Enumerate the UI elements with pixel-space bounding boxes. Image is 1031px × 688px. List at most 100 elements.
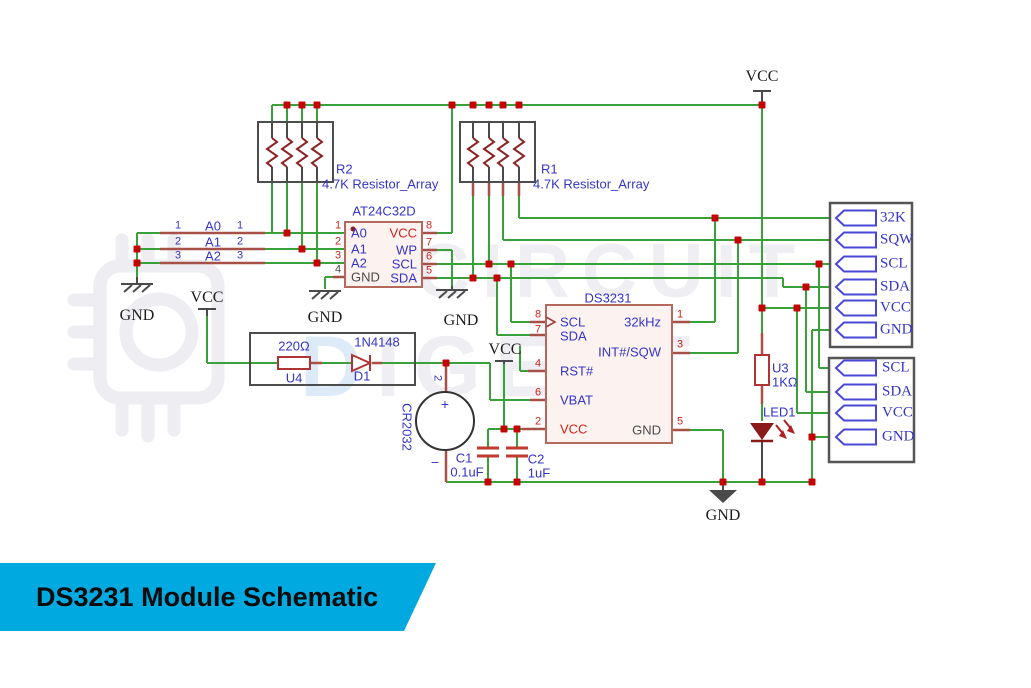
label-u3-value: 1KΩ [772, 374, 798, 390]
pin-rtc-rst: RST# [560, 363, 594, 379]
junction-dot [515, 101, 523, 109]
label-c2-value: 1uF [527, 465, 551, 481]
pinnum-hdr-l3: 3 [174, 249, 182, 262]
junction-dot [802, 283, 810, 291]
label-d1-value: 1N4148 [354, 334, 400, 350]
hdr2-pin-sda: SDA [882, 383, 913, 400]
label-r220-ref: U4 [285, 370, 303, 386]
label-gnd-left: GND [119, 307, 155, 324]
junction-dot [442, 359, 450, 367]
header-pin-icon [834, 299, 877, 317]
pinnum-rtc-1: 1 [676, 308, 684, 321]
junction-dot [711, 214, 719, 222]
pinnum-eeprom-1: 1 [334, 219, 342, 232]
pin-eeprom-scl: SCL [391, 256, 417, 272]
title-banner: DS3231 Module Schematic [0, 563, 436, 631]
pinnum-eeprom-3: 3 [334, 249, 342, 262]
pin-eeprom-vcc: VCC [389, 225, 417, 241]
junction-dot [513, 478, 521, 486]
junction-dot [758, 101, 766, 109]
junction-dot [500, 425, 508, 433]
resistor-array-r1-box [459, 121, 536, 183]
header-pin-icon [834, 359, 877, 377]
label-vcc-left: VCC [190, 289, 224, 306]
junction-dot [298, 101, 306, 109]
pinnum-hdr-r2: 2 [236, 235, 244, 248]
header-pin-icon [834, 428, 877, 446]
label-gnd-bottom: GND [705, 507, 741, 524]
hdr1-pin-scl: SCL [880, 255, 908, 272]
label-vcc-mid: VCC [488, 341, 522, 358]
pinnum-rtc-8: 8 [534, 308, 542, 321]
hdr2-pin-scl: SCL [882, 359, 910, 376]
header-pin-shapes [834, 209, 877, 446]
label-battery-plus: + [440, 396, 450, 412]
hdr1-pin-sqw: SQW [880, 231, 914, 248]
label-r220-value: 220Ω [278, 338, 310, 354]
pinnum-eeprom-2: 2 [334, 235, 342, 248]
rtc-chip-body [545, 304, 673, 444]
junction-dot [469, 274, 477, 282]
pin-rtc-vcc: VCC [560, 421, 588, 437]
junction-dot [493, 274, 501, 282]
eeprom-pin1-marker [350, 226, 356, 232]
hdr1-pin-vcc: VCC [880, 299, 911, 316]
label-led1-ref: LED1 [763, 404, 796, 420]
label-battery-minus: − [430, 454, 440, 470]
diode-d1-symbol [351, 353, 373, 373]
pinnum-eeprom-8: 8 [425, 219, 433, 232]
battery-cr2032-symbol [415, 391, 475, 451]
hdr1-pin-32k: 32K [880, 209, 906, 226]
label-r2-value: 4.7K Resistor_Array [322, 176, 439, 192]
pin-eeprom-a1: A1 [351, 241, 367, 257]
label-r2-ref: R2 [336, 161, 353, 177]
pinnum-eeprom-6: 6 [425, 250, 433, 263]
label-u3-ref: U3 [772, 360, 789, 376]
header-pin-icon [834, 231, 877, 249]
pin-eeprom-sda: SDA [390, 270, 417, 286]
pinnum-hdr-l2: 2 [174, 235, 182, 248]
pin-rtc-intsqw: INT#/SQW [598, 344, 661, 360]
pin-rtc-vbat: VBAT [560, 392, 593, 408]
label-d1-ref: D1 [353, 368, 371, 384]
hdr1-pin-sda: SDA [880, 278, 911, 295]
group-boxes [249, 121, 536, 386]
label-r1-value: 4.7K Resistor_Array [533, 176, 650, 192]
pinnum-hdr-l1: 1 [174, 219, 182, 232]
junction-dots [133, 101, 823, 486]
hdr1-pin-gnd: GND [880, 321, 913, 338]
junction-dot [758, 478, 766, 486]
capacitor-plates [477, 446, 528, 458]
resistor-array-elements [265, 137, 526, 168]
pinnum-rtc-2: 2 [534, 415, 542, 428]
label-vcc-top: VCC [745, 68, 779, 85]
junction-dot [793, 304, 801, 312]
watermark-line1: CIRCUIT [415, 229, 808, 314]
label-battery-value: CR2032 [399, 403, 415, 451]
junction-dot [469, 101, 477, 109]
pinnum-eeprom-7: 7 [425, 236, 433, 249]
resistor-array-r2-box [257, 121, 334, 183]
junction-dot [808, 433, 816, 441]
pinnum-rtc-7: 7 [534, 323, 542, 336]
hdr2-pin-gnd: GND [882, 428, 915, 445]
label-r1-ref: R1 [541, 161, 558, 177]
pin-eeprom-a0: A0 [351, 225, 367, 241]
pin-rtc-scl: SCL [560, 314, 586, 330]
header-pin-icon [834, 278, 877, 296]
pinnum-rtc-4: 4 [534, 357, 542, 370]
pin-rtc-32khz: 32kHz [624, 314, 661, 330]
junction-dot [283, 101, 291, 109]
u4-group-box [249, 332, 416, 386]
label-rtc-name: DS3231 [584, 290, 632, 306]
pinnum-hdr-r3: 3 [236, 249, 244, 262]
junction-dot [758, 304, 766, 312]
label-c2-ref: C2 [527, 451, 545, 467]
junction-dot [734, 236, 742, 244]
header-pin-icon [834, 383, 877, 401]
rtc-clock-pin-icon [545, 316, 557, 328]
pinnum-eeprom-4: 4 [334, 263, 342, 276]
junction-dot [313, 101, 321, 109]
